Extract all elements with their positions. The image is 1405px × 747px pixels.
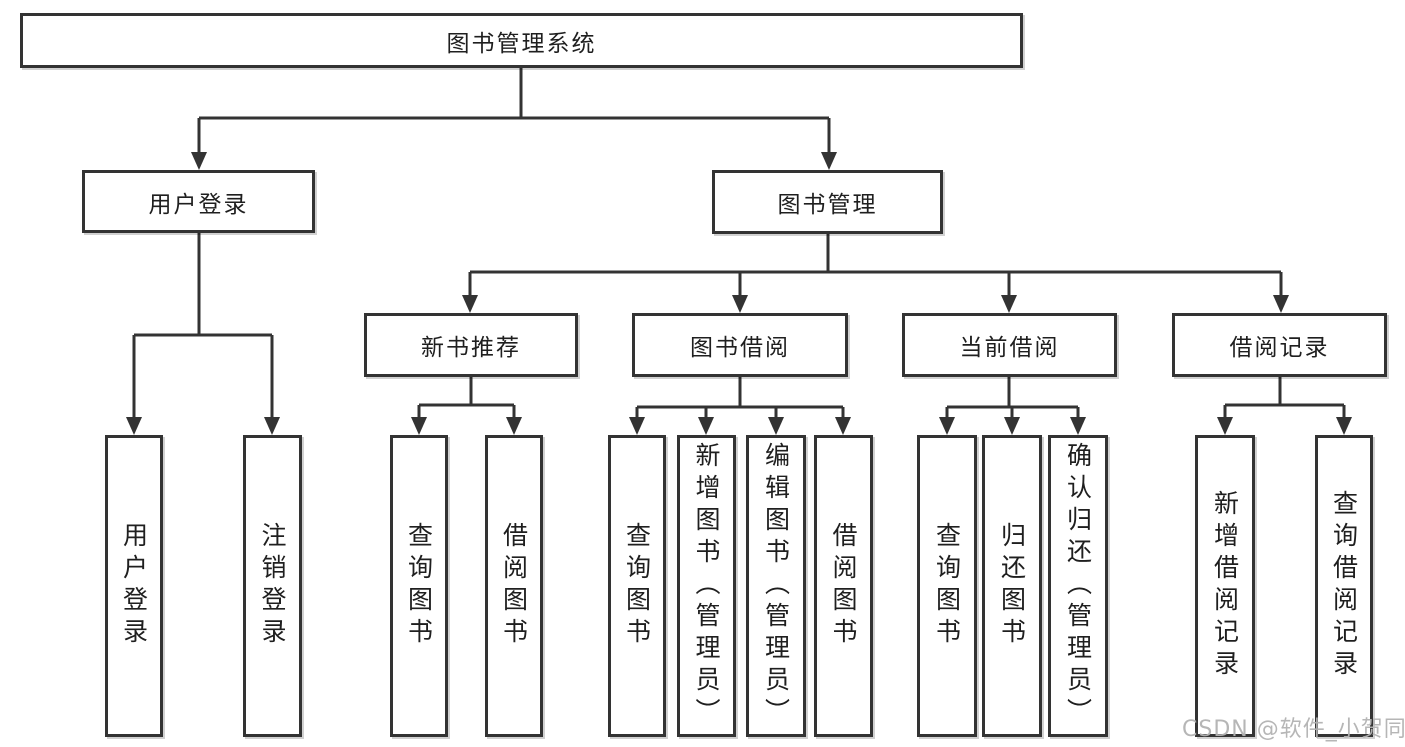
node-root: 图书管理系统 [20, 13, 1023, 68]
arrow-down-icon [732, 295, 748, 313]
arrow-down-icon [1004, 417, 1020, 435]
arrow-down-icon [264, 417, 280, 435]
arrow-down-icon [939, 417, 955, 435]
csdn-watermark: CSDN @软件_小贺同学 [1182, 717, 1405, 742]
node-label: 注销登录 [258, 522, 287, 650]
leaf-add-borrow-record: 新增借阅记录 [1195, 435, 1255, 737]
node-label: 新增图书（管理员） [692, 442, 721, 730]
node-user-login: 用户登录 [82, 170, 315, 233]
connector-lines [132, 68, 1346, 421]
leaf-add-books-admin: 新增图书（管理员） [677, 435, 736, 737]
node-book-management: 图书管理 [712, 170, 943, 234]
node-label: 查询图书 [622, 522, 652, 650]
arrow-down-icon [1070, 417, 1086, 435]
leaf-logout: 注销登录 [243, 435, 302, 737]
node-label: 借阅图书 [829, 522, 858, 650]
node-current-borrow: 当前借阅 [902, 313, 1117, 377]
node-new-book-recommend: 新书推荐 [364, 313, 578, 377]
leaf-search-books-2: 查询图书 [608, 435, 666, 737]
arrow-down-icon [768, 417, 784, 435]
arrow-down-icon [126, 417, 142, 435]
node-label: 确认归还（管理员） [1063, 442, 1093, 730]
arrow-down-icon [1273, 295, 1289, 313]
arrow-down-icon [821, 152, 837, 170]
leaf-borrow-books-1: 借阅图书 [485, 435, 543, 737]
node-label: 查询借阅记录 [1329, 490, 1359, 682]
arrow-down-icon [629, 417, 645, 435]
node-label: 图书管理系统 [446, 30, 597, 57]
node-label: 当前借阅 [959, 335, 1060, 361]
arrowheads [126, 152, 1352, 435]
node-label: 图书管理 [777, 192, 878, 218]
arrow-down-icon [1336, 417, 1352, 435]
leaf-search-books-1: 查询图书 [390, 435, 448, 737]
arrow-down-icon [698, 417, 714, 435]
arrow-down-icon [1217, 417, 1233, 435]
node-label: 用户登录 [148, 191, 249, 218]
arrow-down-icon [191, 152, 207, 170]
node-borrow-records: 借阅记录 [1172, 313, 1387, 377]
arrow-down-icon [1001, 295, 1017, 313]
leaf-user-login: 用户登录 [105, 435, 163, 737]
node-label: 用户登录 [119, 522, 149, 650]
leaf-search-borrow-record: 查询借阅记录 [1315, 435, 1373, 737]
arrow-down-icon [411, 417, 427, 435]
node-label: 借阅记录 [1229, 335, 1330, 361]
leaf-confirm-return-admin: 确认归还（管理员） [1048, 435, 1108, 737]
node-book-borrow: 图书借阅 [632, 313, 848, 377]
leaf-borrow-books-2: 借阅图书 [814, 435, 873, 737]
node-label: 归还图书 [997, 522, 1027, 650]
node-label: 查询图书 [932, 522, 962, 650]
node-label: 查询图书 [404, 522, 434, 650]
arrow-down-icon [835, 417, 851, 435]
node-label: 新增借阅记录 [1210, 490, 1240, 682]
leaf-return-books: 归还图书 [982, 435, 1042, 737]
node-label: 图书借阅 [690, 335, 790, 361]
node-label: 编辑图书（管理员） [761, 442, 791, 730]
node-label: 新书推荐 [421, 335, 521, 361]
leaf-edit-books-admin: 编辑图书（管理员） [746, 435, 806, 737]
node-label: 借阅图书 [499, 522, 529, 650]
leaf-search-books-3: 查询图书 [917, 435, 977, 737]
arrow-down-icon [462, 295, 478, 313]
arrow-down-icon [506, 417, 522, 435]
